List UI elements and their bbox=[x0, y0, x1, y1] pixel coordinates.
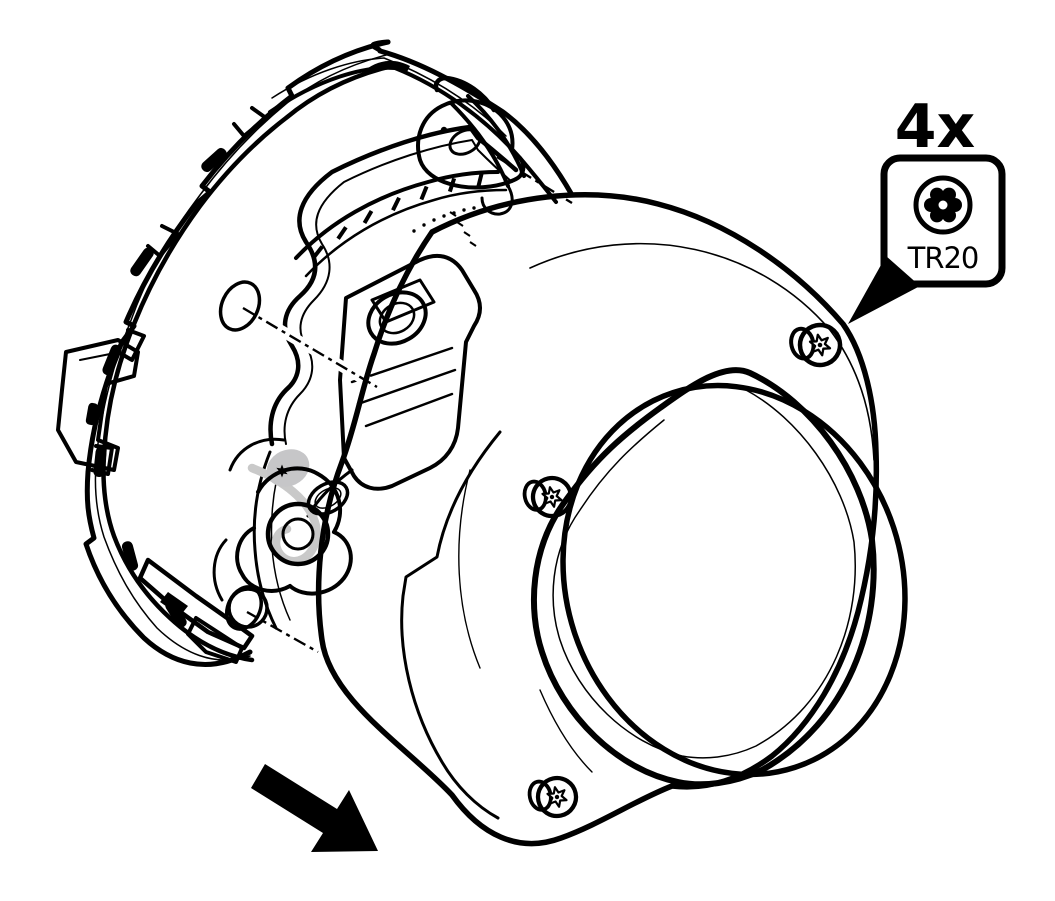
bracket-slots bbox=[93, 147, 227, 628]
screw-axis-line-middle bbox=[242, 306, 378, 389]
dome-cover bbox=[315, 192, 908, 847]
screw-hole-middle bbox=[218, 280, 262, 332]
screw-hole-bottom bbox=[225, 585, 263, 631]
callout-pointer bbox=[848, 256, 920, 324]
cover-screw-top-right bbox=[789, 322, 843, 368]
screw-axis-line-top bbox=[496, 155, 573, 205]
trim-ring bbox=[530, 367, 877, 788]
cable bbox=[247, 463, 321, 566]
direction-arrow bbox=[251, 764, 378, 852]
screw-callout: 4x TR20 bbox=[848, 92, 1006, 324]
dome-bubble bbox=[560, 382, 908, 778]
rotation-scale-band bbox=[294, 170, 508, 278]
cover-screw-middle-left bbox=[522, 475, 574, 519]
bracket-bottom-tabs bbox=[137, 557, 255, 664]
torx-bit-icon bbox=[913, 175, 973, 235]
alignment-lines bbox=[218, 280, 383, 654]
quantity-label: 4x bbox=[895, 92, 975, 162]
cover-crease bbox=[400, 430, 502, 820]
camera-module bbox=[212, 94, 526, 629]
cover-screw-bottom bbox=[527, 775, 579, 819]
module-top-bracket bbox=[416, 98, 526, 190]
perforation-dots bbox=[412, 206, 476, 233]
bit-size-label: TR20 bbox=[907, 241, 979, 275]
lens bbox=[366, 290, 428, 346]
bracket-hook-tab bbox=[56, 338, 140, 472]
